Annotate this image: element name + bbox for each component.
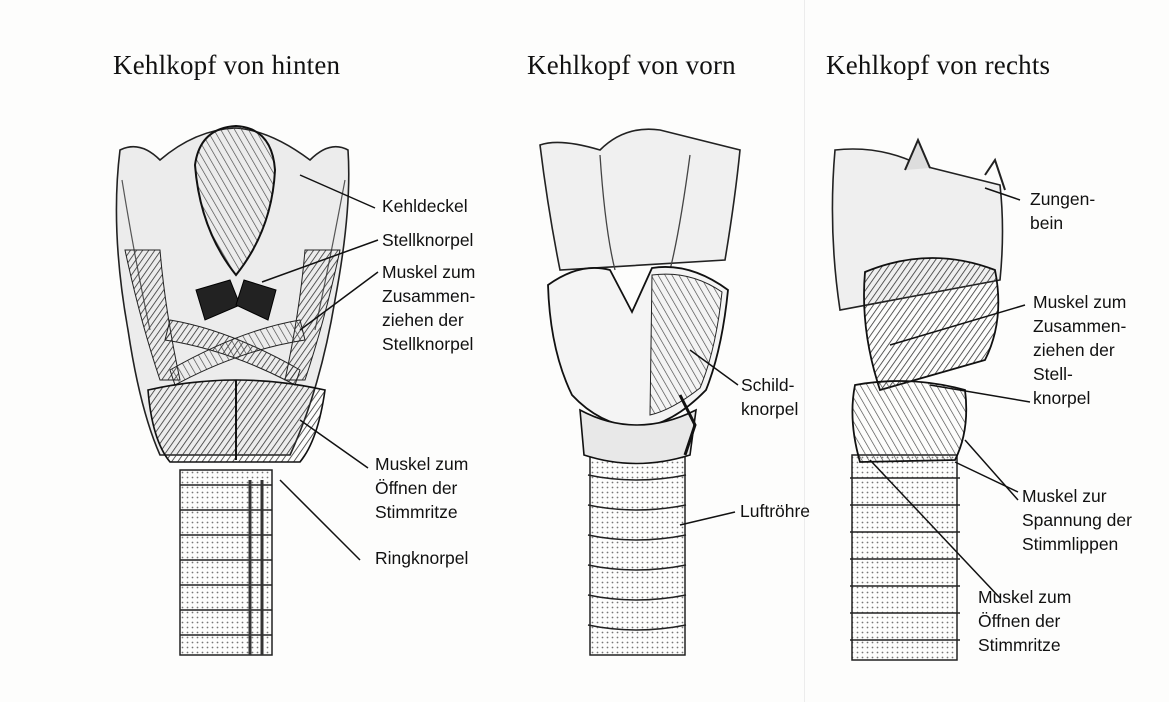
larynx-back-drawing [116,126,348,655]
label-thyroid: Schild-knorpel [741,373,798,421]
larynx-front-drawing [540,129,740,655]
title-front-view: Kehlkopf von vorn [527,50,736,81]
label-hyoid: Zungen-bein [1030,187,1095,235]
larynx-right-drawing [832,140,1005,660]
title-right-view: Kehlkopf von rechts [826,50,1050,81]
title-back-view: Kehlkopf von hinten [113,50,340,81]
label-arytenoid: Stellknorpel [382,228,473,252]
label-cricoid: Ringknorpel [375,546,468,570]
label-trachea: Luftröhre [740,499,810,523]
label-epiglottis: Kehldeckel [382,194,468,218]
